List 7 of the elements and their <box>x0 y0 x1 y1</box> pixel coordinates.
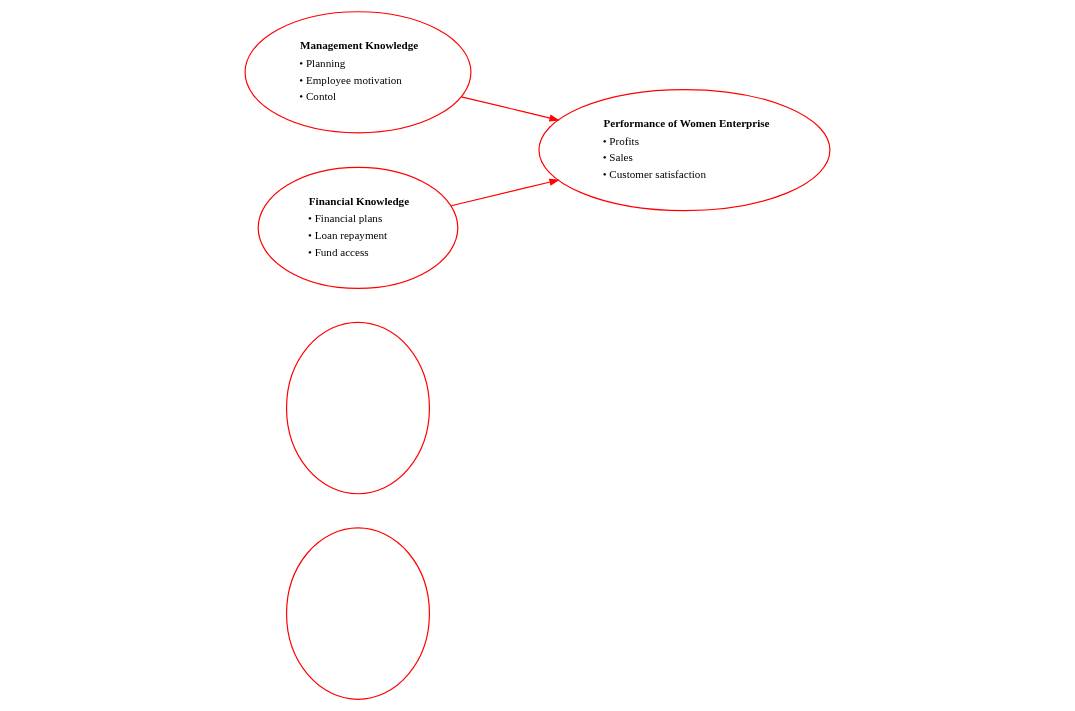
arrow <box>450 178 560 207</box>
arrow <box>460 96 560 122</box>
node-circle <box>285 527 431 700</box>
node-ellipse: Financial Knowledge • Financial plans • Loan repayment • Fund access <box>257 166 459 289</box>
node-ellipse: Performance of Women Enterprise • Profits • Sales • Customer satisfaction <box>538 88 831 212</box>
node-ellipse: Management Knowledge • Planning • Employee motivation • Contol <box>244 11 472 134</box>
node-circle <box>285 321 431 495</box>
